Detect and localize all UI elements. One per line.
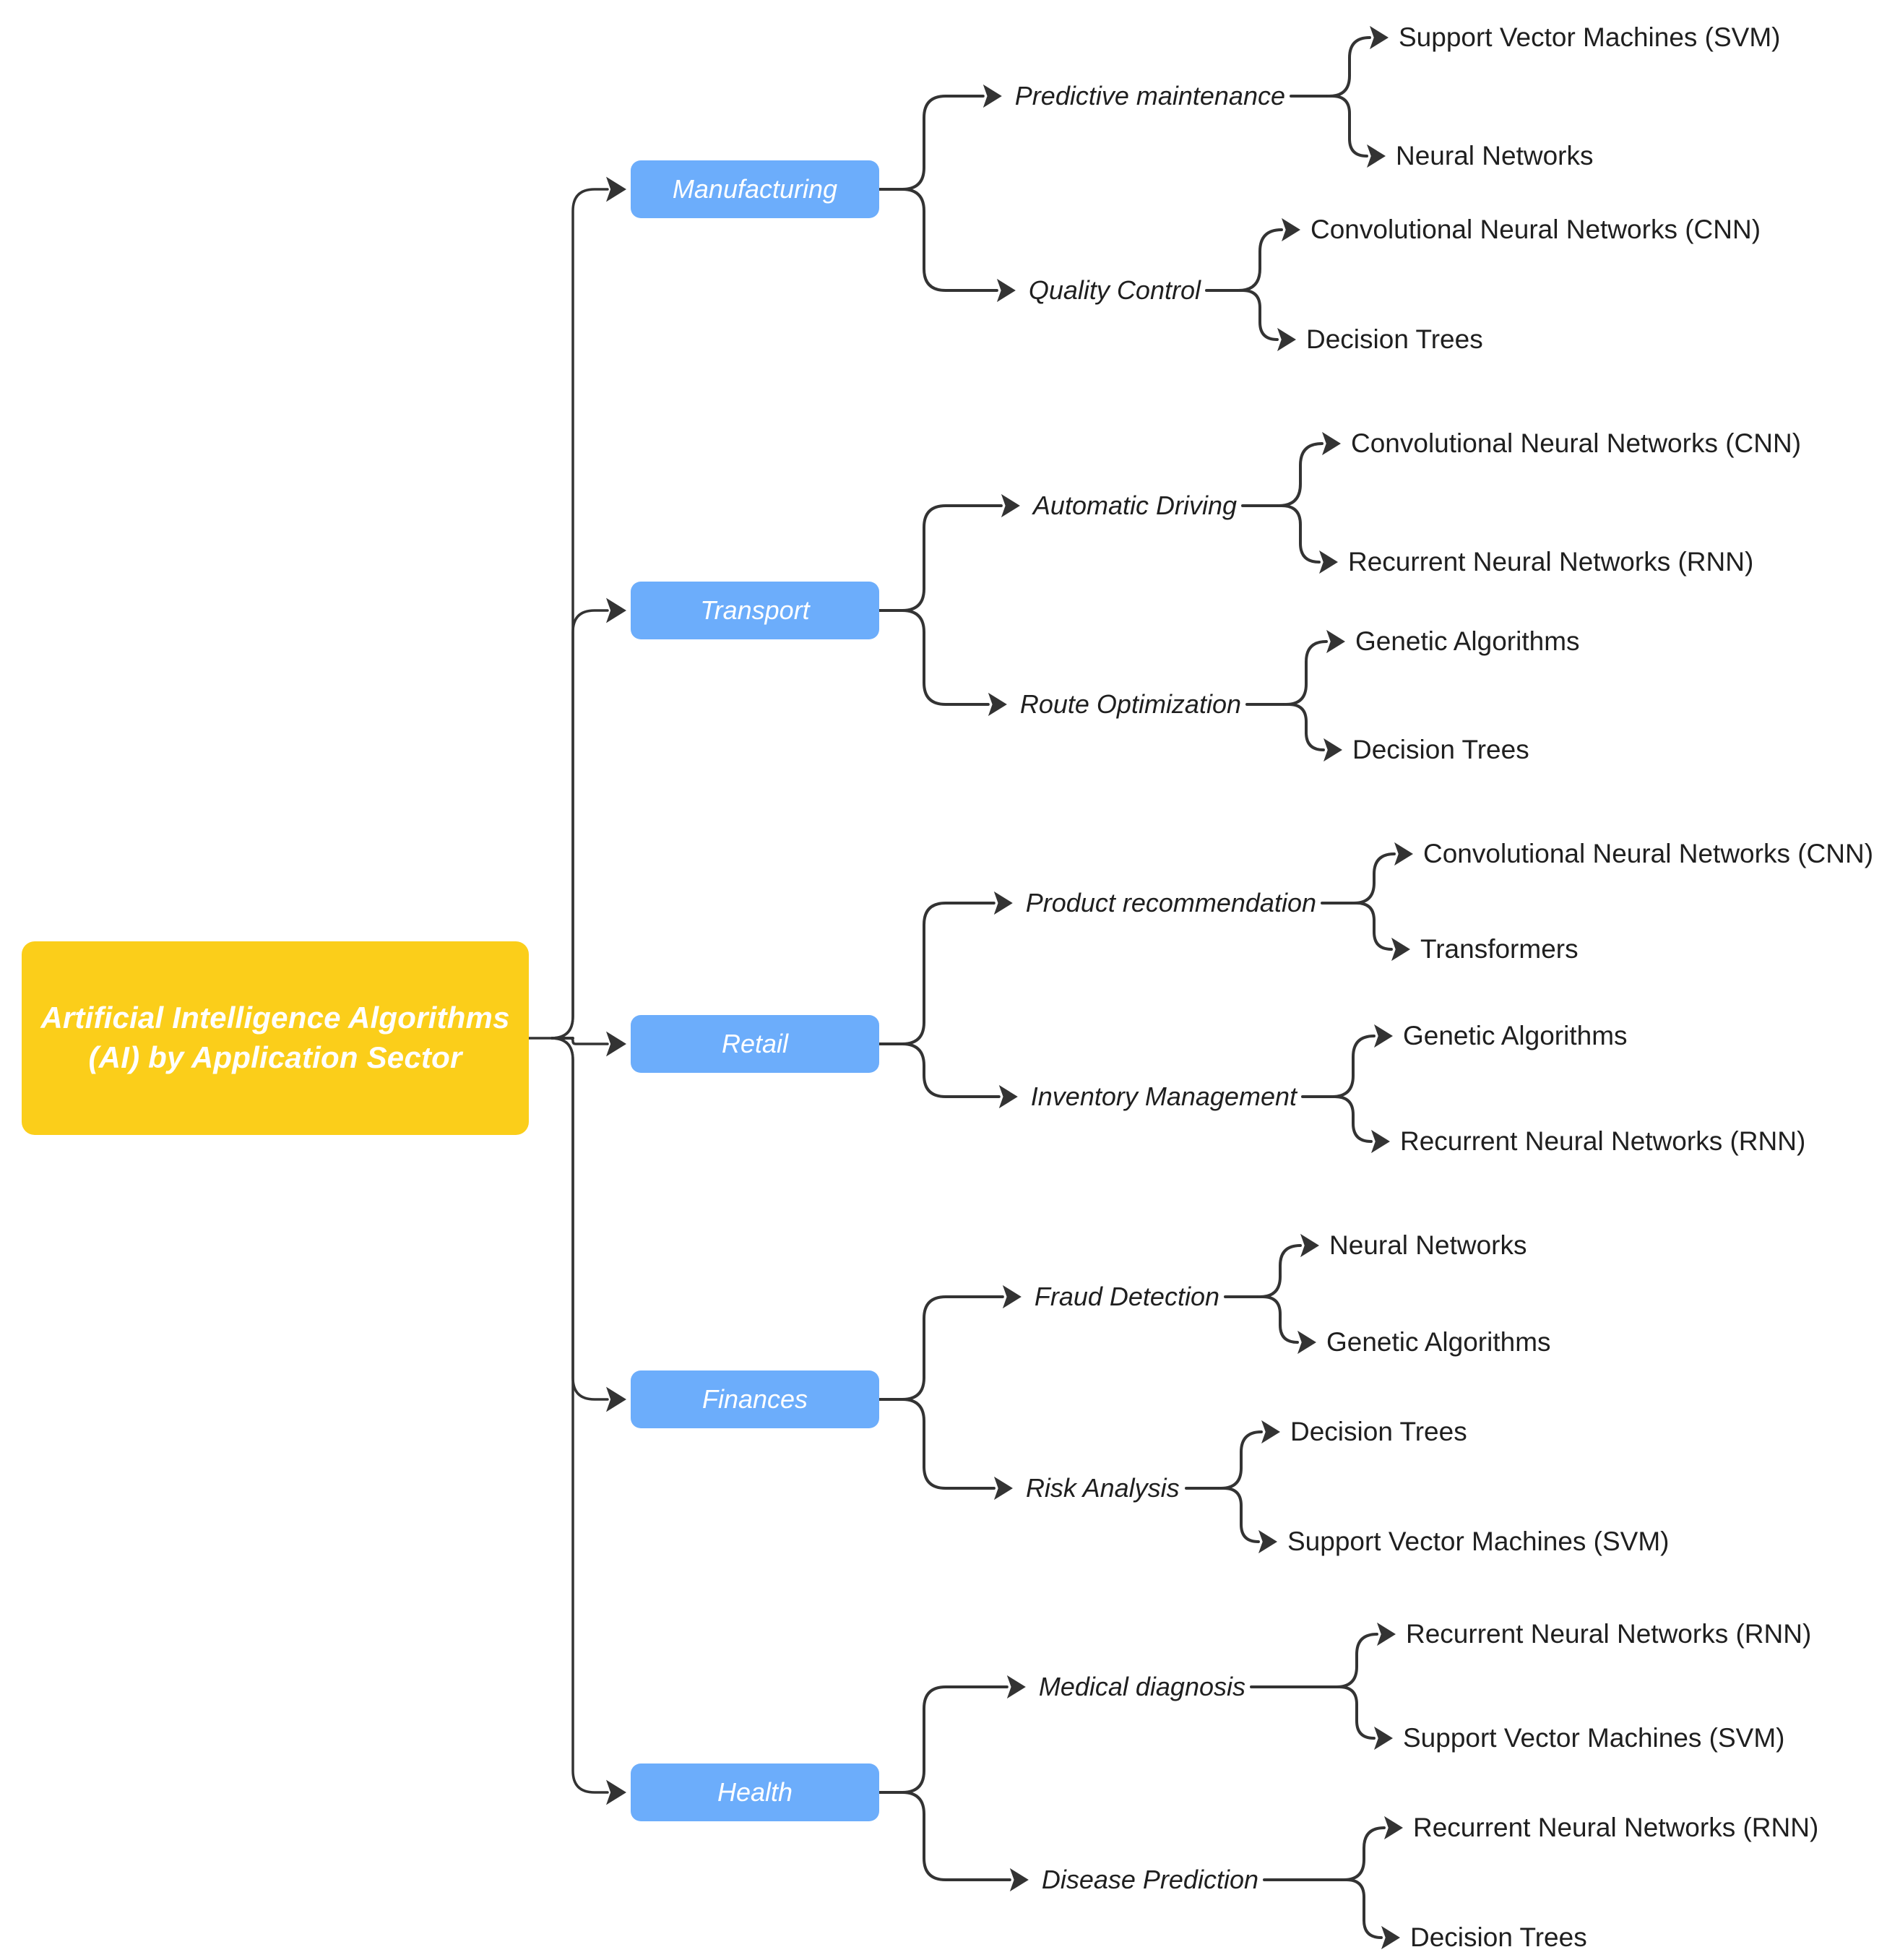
sector-node-label: Finances [701, 1384, 808, 1414]
task-label[interactable]: Risk Analysis [1025, 1473, 1180, 1503]
algorithm-label[interactable]: Genetic Algorithms [1403, 1021, 1628, 1050]
algorithm-label[interactable]: Neural Networks [1329, 1230, 1527, 1260]
task-label[interactable]: Disease Prediction [1041, 1865, 1258, 1894]
algorithm-label[interactable]: Support Vector Machines (SVM) [1287, 1527, 1670, 1556]
task-label[interactable]: Fraud Detection [1034, 1282, 1219, 1311]
algorithm-label[interactable]: Decision Trees [1352, 735, 1529, 764]
algorithm-label[interactable]: Genetic Algorithms [1355, 626, 1580, 656]
sector-node-label: Retail [721, 1029, 789, 1058]
sector-node-finances[interactable]: Finances [631, 1370, 879, 1428]
algorithm-label[interactable]: Support Vector Machines (SVM) [1399, 22, 1781, 52]
algorithm-label[interactable]: Neural Networks [1396, 141, 1594, 170]
task-label[interactable]: Product recommendation [1025, 888, 1316, 918]
task-label[interactable]: Quality Control [1028, 275, 1201, 305]
algorithm-label[interactable]: Convolutional Neural Networks (CNN) [1351, 428, 1802, 458]
algorithm-label[interactable]: Genetic Algorithms [1326, 1327, 1551, 1357]
sector-node-manufacturing[interactable]: Manufacturing [631, 160, 879, 218]
sector-node-transport[interactable]: Transport [631, 582, 879, 639]
algorithm-label[interactable]: Decision Trees [1306, 324, 1483, 354]
algorithm-label[interactable]: Decision Trees [1410, 1922, 1587, 1952]
algorithm-label[interactable]: Recurrent Neural Networks (RNN) [1400, 1126, 1806, 1156]
root-node-label: Artificial Intelligence Algorithms (AI) … [40, 1001, 510, 1074]
task-label[interactable]: Automatic Driving [1032, 491, 1237, 520]
root-node[interactable]: Artificial Intelligence Algorithms (AI) … [22, 941, 529, 1135]
sector-node-label: Manufacturing [672, 174, 838, 204]
sector-node-label: Transport [700, 595, 810, 625]
algorithm-label[interactable]: Recurrent Neural Networks (RNN) [1348, 547, 1754, 577]
algorithm-label[interactable]: Recurrent Neural Networks (RNN) [1406, 1619, 1812, 1649]
algorithm-label[interactable]: Convolutional Neural Networks (CNN) [1423, 839, 1874, 868]
sector-node-label: Health [717, 1777, 793, 1807]
algorithm-label[interactable]: Transformers [1420, 934, 1579, 964]
algorithm-label[interactable]: Decision Trees [1290, 1417, 1467, 1446]
task-label[interactable]: Inventory Management [1030, 1082, 1297, 1111]
task-label[interactable]: Medical diagnosis [1038, 1672, 1245, 1701]
task-label[interactable]: Route Optimization [1019, 689, 1241, 719]
algorithm-label[interactable]: Support Vector Machines (SVM) [1403, 1723, 1785, 1753]
task-label[interactable]: Predictive maintenance [1014, 81, 1285, 111]
algorithm-label[interactable]: Convolutional Neural Networks (CNN) [1310, 215, 1761, 244]
algorithm-label[interactable]: Recurrent Neural Networks (RNN) [1413, 1813, 1819, 1842]
sector-node-retail[interactable]: Retail [631, 1015, 879, 1073]
sector-node-health[interactable]: Health [631, 1763, 879, 1821]
